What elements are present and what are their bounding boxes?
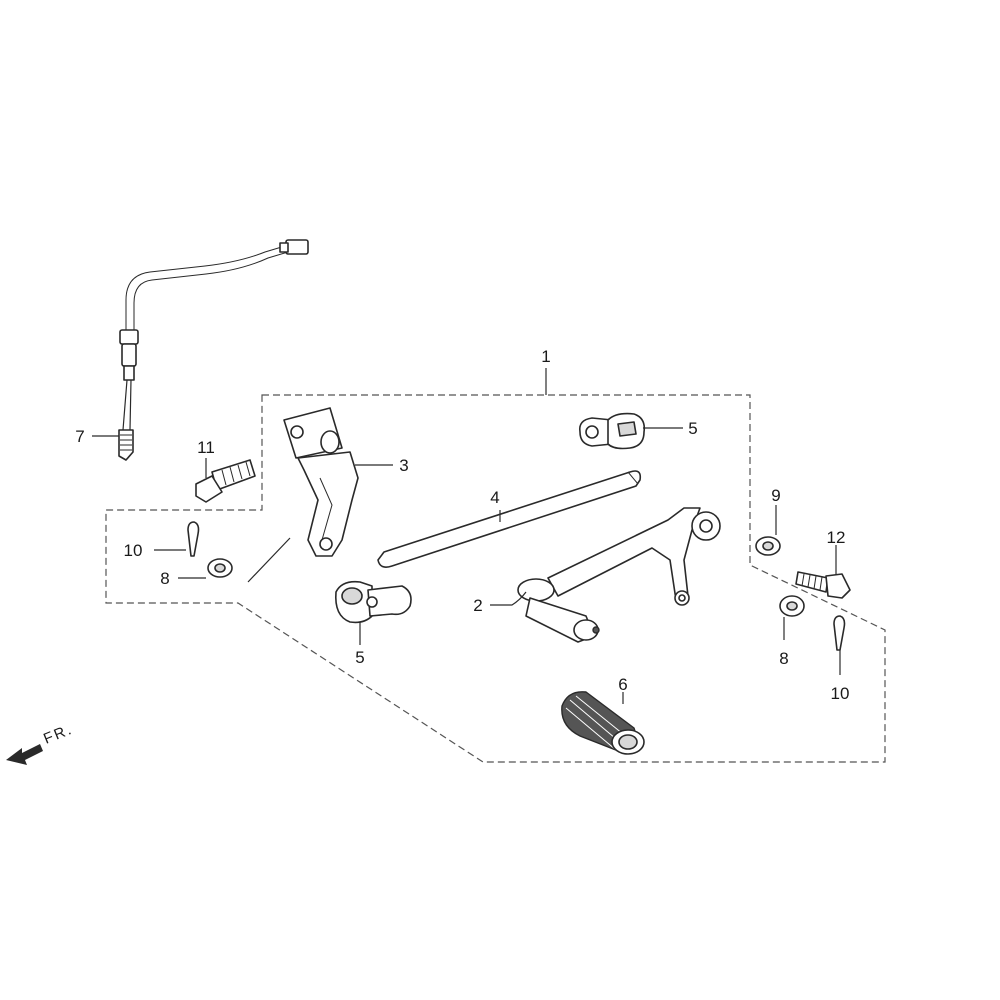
part-6-pedal-rubber — [561, 691, 645, 755]
part-12-bolt — [795, 571, 851, 599]
front-label: FR. — [41, 721, 75, 748]
callout-1: 1 — [541, 347, 550, 366]
callout-3: 3 — [399, 456, 408, 475]
part-11-bolt — [195, 459, 256, 503]
callout-11: 11 — [197, 438, 215, 457]
callout-7: 7 — [75, 427, 84, 446]
callout-12: 12 — [827, 528, 846, 547]
callout-8-left: 8 — [160, 569, 169, 588]
part-8-washer-right — [779, 595, 805, 617]
front-direction-indicator: FR. — [6, 721, 75, 765]
part-8-washer-left — [207, 558, 233, 578]
callout-5-upper: 5 — [688, 419, 697, 438]
assembly-boundary — [105, 394, 886, 763]
part-9-washer — [755, 536, 781, 556]
callout-5-lower: 5 — [355, 648, 364, 667]
callout-10-right: 10 — [831, 684, 850, 703]
callout-9: 9 — [771, 486, 780, 505]
part-10-cotter-pin-left — [187, 521, 200, 557]
part-2-shift-pedal — [517, 507, 721, 643]
part-5-rod-end-lower — [334, 580, 412, 624]
part-10-cotter-pin-right — [833, 615, 846, 651]
front-arrow-icon — [6, 744, 43, 765]
callout-8-right: 8 — [779, 649, 788, 668]
callout-10-left: 10 — [124, 541, 143, 560]
leader-lines — [92, 368, 841, 704]
callout-6: 6 — [618, 675, 627, 694]
part-4-link-rod — [377, 470, 642, 568]
callout-2: 2 — [473, 596, 482, 615]
part-3-shift-arm — [283, 407, 359, 557]
part-5-rod-end-upper — [578, 412, 646, 450]
part-7-sensor-cable — [118, 239, 309, 461]
callout-4: 4 — [490, 488, 499, 507]
